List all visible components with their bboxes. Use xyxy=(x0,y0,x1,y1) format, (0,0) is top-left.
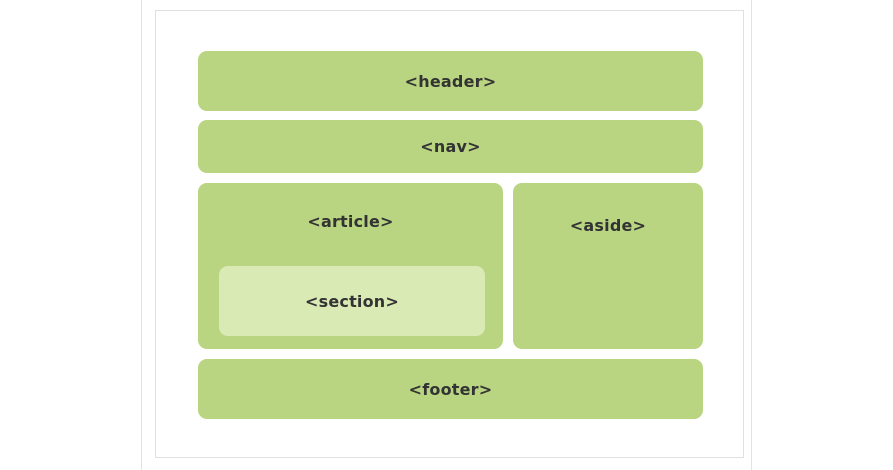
block-article[interactable]: <article> <section> xyxy=(198,183,503,349)
block-header[interactable]: <header> xyxy=(198,51,703,111)
block-footer[interactable]: <footer> xyxy=(198,359,703,419)
page-left-rule xyxy=(141,0,142,470)
block-aside-label: <aside> xyxy=(569,215,647,235)
block-section-label: <section> xyxy=(305,291,399,311)
block-nav[interactable]: <nav> xyxy=(198,120,703,173)
block-nav-label: <nav> xyxy=(420,137,481,156)
block-article-label-wrap: <article> xyxy=(198,183,503,259)
page-right-rule xyxy=(751,0,752,470)
block-footer-label: <footer> xyxy=(408,379,493,399)
block-aside-label-wrap: <aside> xyxy=(513,183,703,267)
block-section[interactable]: <section> xyxy=(219,266,485,336)
block-header-label: <header> xyxy=(404,71,497,91)
block-article-label: <article> xyxy=(307,211,394,231)
diagram-frame: <header> <nav> <article> <section> <asid… xyxy=(155,10,744,458)
block-aside[interactable]: <aside> xyxy=(513,183,703,349)
